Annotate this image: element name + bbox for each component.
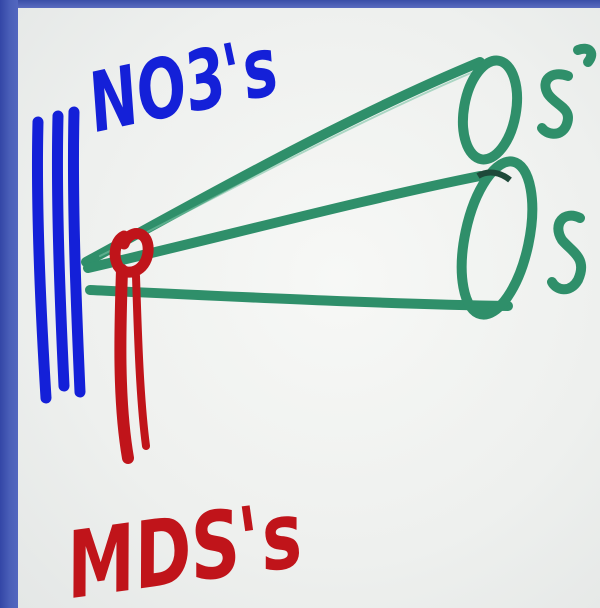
label-mdss: MDS's — [60, 481, 309, 608]
green-end-circles — [449, 56, 544, 321]
blue-vertical-strokes — [37, 112, 80, 398]
label-no3s: NO3's — [80, 19, 286, 151]
red-stroke — [115, 234, 148, 458]
